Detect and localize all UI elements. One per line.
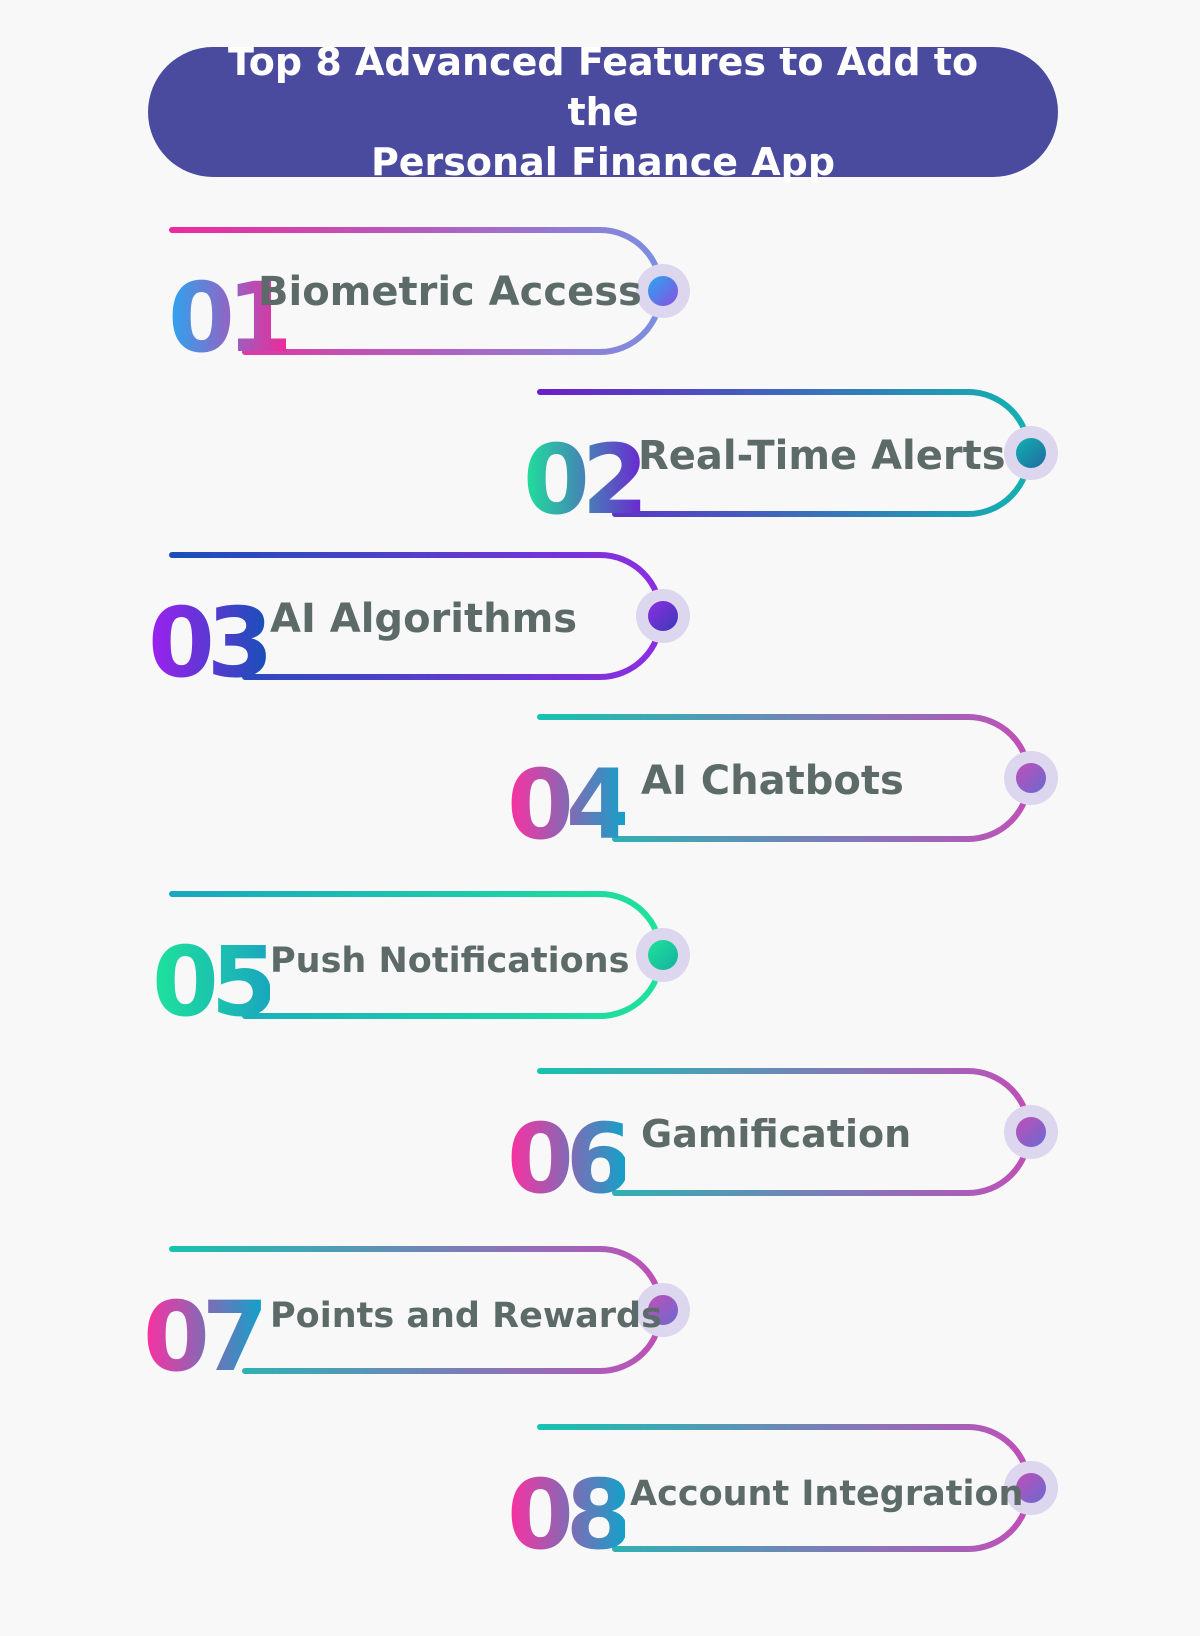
feature-number: 07 xyxy=(143,1281,269,1393)
feature-label: Points and Rewards xyxy=(270,1296,662,1336)
feature-number: 01 xyxy=(168,262,294,374)
feature-number: 08 xyxy=(507,1459,633,1571)
feature-number: 05 xyxy=(152,926,278,1038)
feature-number: 02 xyxy=(523,424,649,536)
feature-dot xyxy=(1016,1117,1046,1147)
feature-dot xyxy=(648,601,678,631)
feature-dot xyxy=(1016,438,1046,468)
feature-dot xyxy=(648,276,678,306)
feature-dot xyxy=(1016,763,1046,793)
feature-dot xyxy=(648,940,678,970)
feature-number: 03 xyxy=(148,587,274,699)
feature-dot xyxy=(1016,1473,1046,1503)
feature-number: 04 xyxy=(507,749,633,861)
title-banner: Top 8 Advanced Features to Add to the Pe… xyxy=(148,40,1058,184)
feature-label: Gamification xyxy=(641,1112,912,1156)
feature-label: Biometric Access xyxy=(258,269,642,315)
feature-number: 06 xyxy=(507,1103,633,1215)
feature-dot xyxy=(648,1295,678,1325)
feature-label: AI Algorithms xyxy=(270,596,578,642)
feature-label: Push Notifications xyxy=(270,941,630,981)
feature-label: AI Chatbots xyxy=(641,758,904,804)
feature-label: Account Integration xyxy=(630,1474,1024,1514)
page-title: Top 8 Advanced Features to Add to the Pe… xyxy=(227,40,979,184)
feature-label: Real-Time Alerts xyxy=(638,433,1006,479)
